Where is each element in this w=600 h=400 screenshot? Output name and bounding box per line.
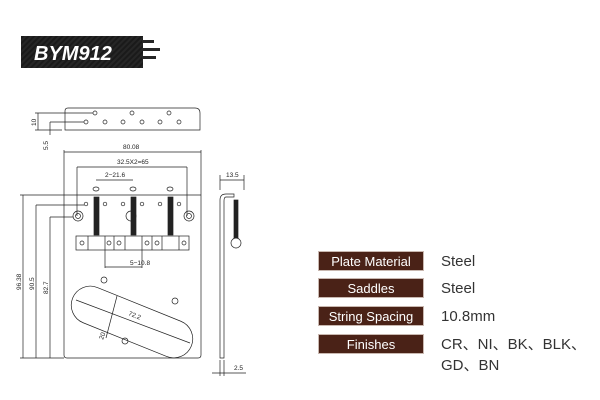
dim-thickness: 2.5 [234, 365, 243, 372]
spec-value: 10.8mm [441, 308, 496, 325]
dim-width: 80.08 [123, 144, 140, 151]
dim-top-height: 10 [31, 118, 38, 126]
side-view [219, 193, 235, 359]
saddle-springs [92, 186, 174, 236]
spec-label: Plate Material [318, 251, 424, 271]
spec-label: String Spacing [318, 306, 424, 326]
dim-saddle-pitch: 2−21.6 [105, 172, 125, 179]
dim-height-3: 82.7 [43, 281, 50, 294]
spec-value: Steel [441, 253, 476, 270]
dim-outer-spacing: 32.5X2=65 [117, 159, 149, 166]
spec-row-saddles: Saddles Steel [318, 278, 600, 299]
dim-height-total: 96.38 [16, 273, 23, 290]
dim-top-offset: 5.5 [43, 141, 50, 150]
brand-logo: BYM912 [21, 36, 160, 68]
spec-label: Finishes [318, 334, 424, 354]
small-holes [83, 201, 182, 207]
pickup-screw-holes [100, 276, 179, 345]
top-plate-holes [83, 110, 182, 125]
dim-height-2: 90.5 [29, 277, 36, 290]
spec-row-string-spacing: String Spacing 10.8mm [318, 306, 600, 327]
pickup-slot [70, 285, 194, 359]
dim-side-depth: 13.5 [226, 172, 239, 179]
saddles [75, 235, 190, 251]
spec-label: Saddles [318, 278, 424, 298]
spec-row-plate-material: Plate Material Steel [318, 251, 600, 272]
dim-slot-width: 20 [98, 331, 107, 341]
top-plate [64, 107, 201, 131]
model-name: BYM912 [34, 43, 112, 65]
dim-string-spacing: 5−10.8 [130, 260, 150, 267]
main-plate [63, 150, 202, 359]
spec-row-finishes: Finishes CR、NI、BK、BLK、GD、BN [318, 334, 591, 376]
side-spring [233, 199, 239, 241]
spec-value: CR、NI、BK、BLK、GD、BN [441, 336, 587, 374]
spec-value: Steel [441, 280, 476, 297]
dim-slot-length: 72.2 [127, 310, 142, 321]
